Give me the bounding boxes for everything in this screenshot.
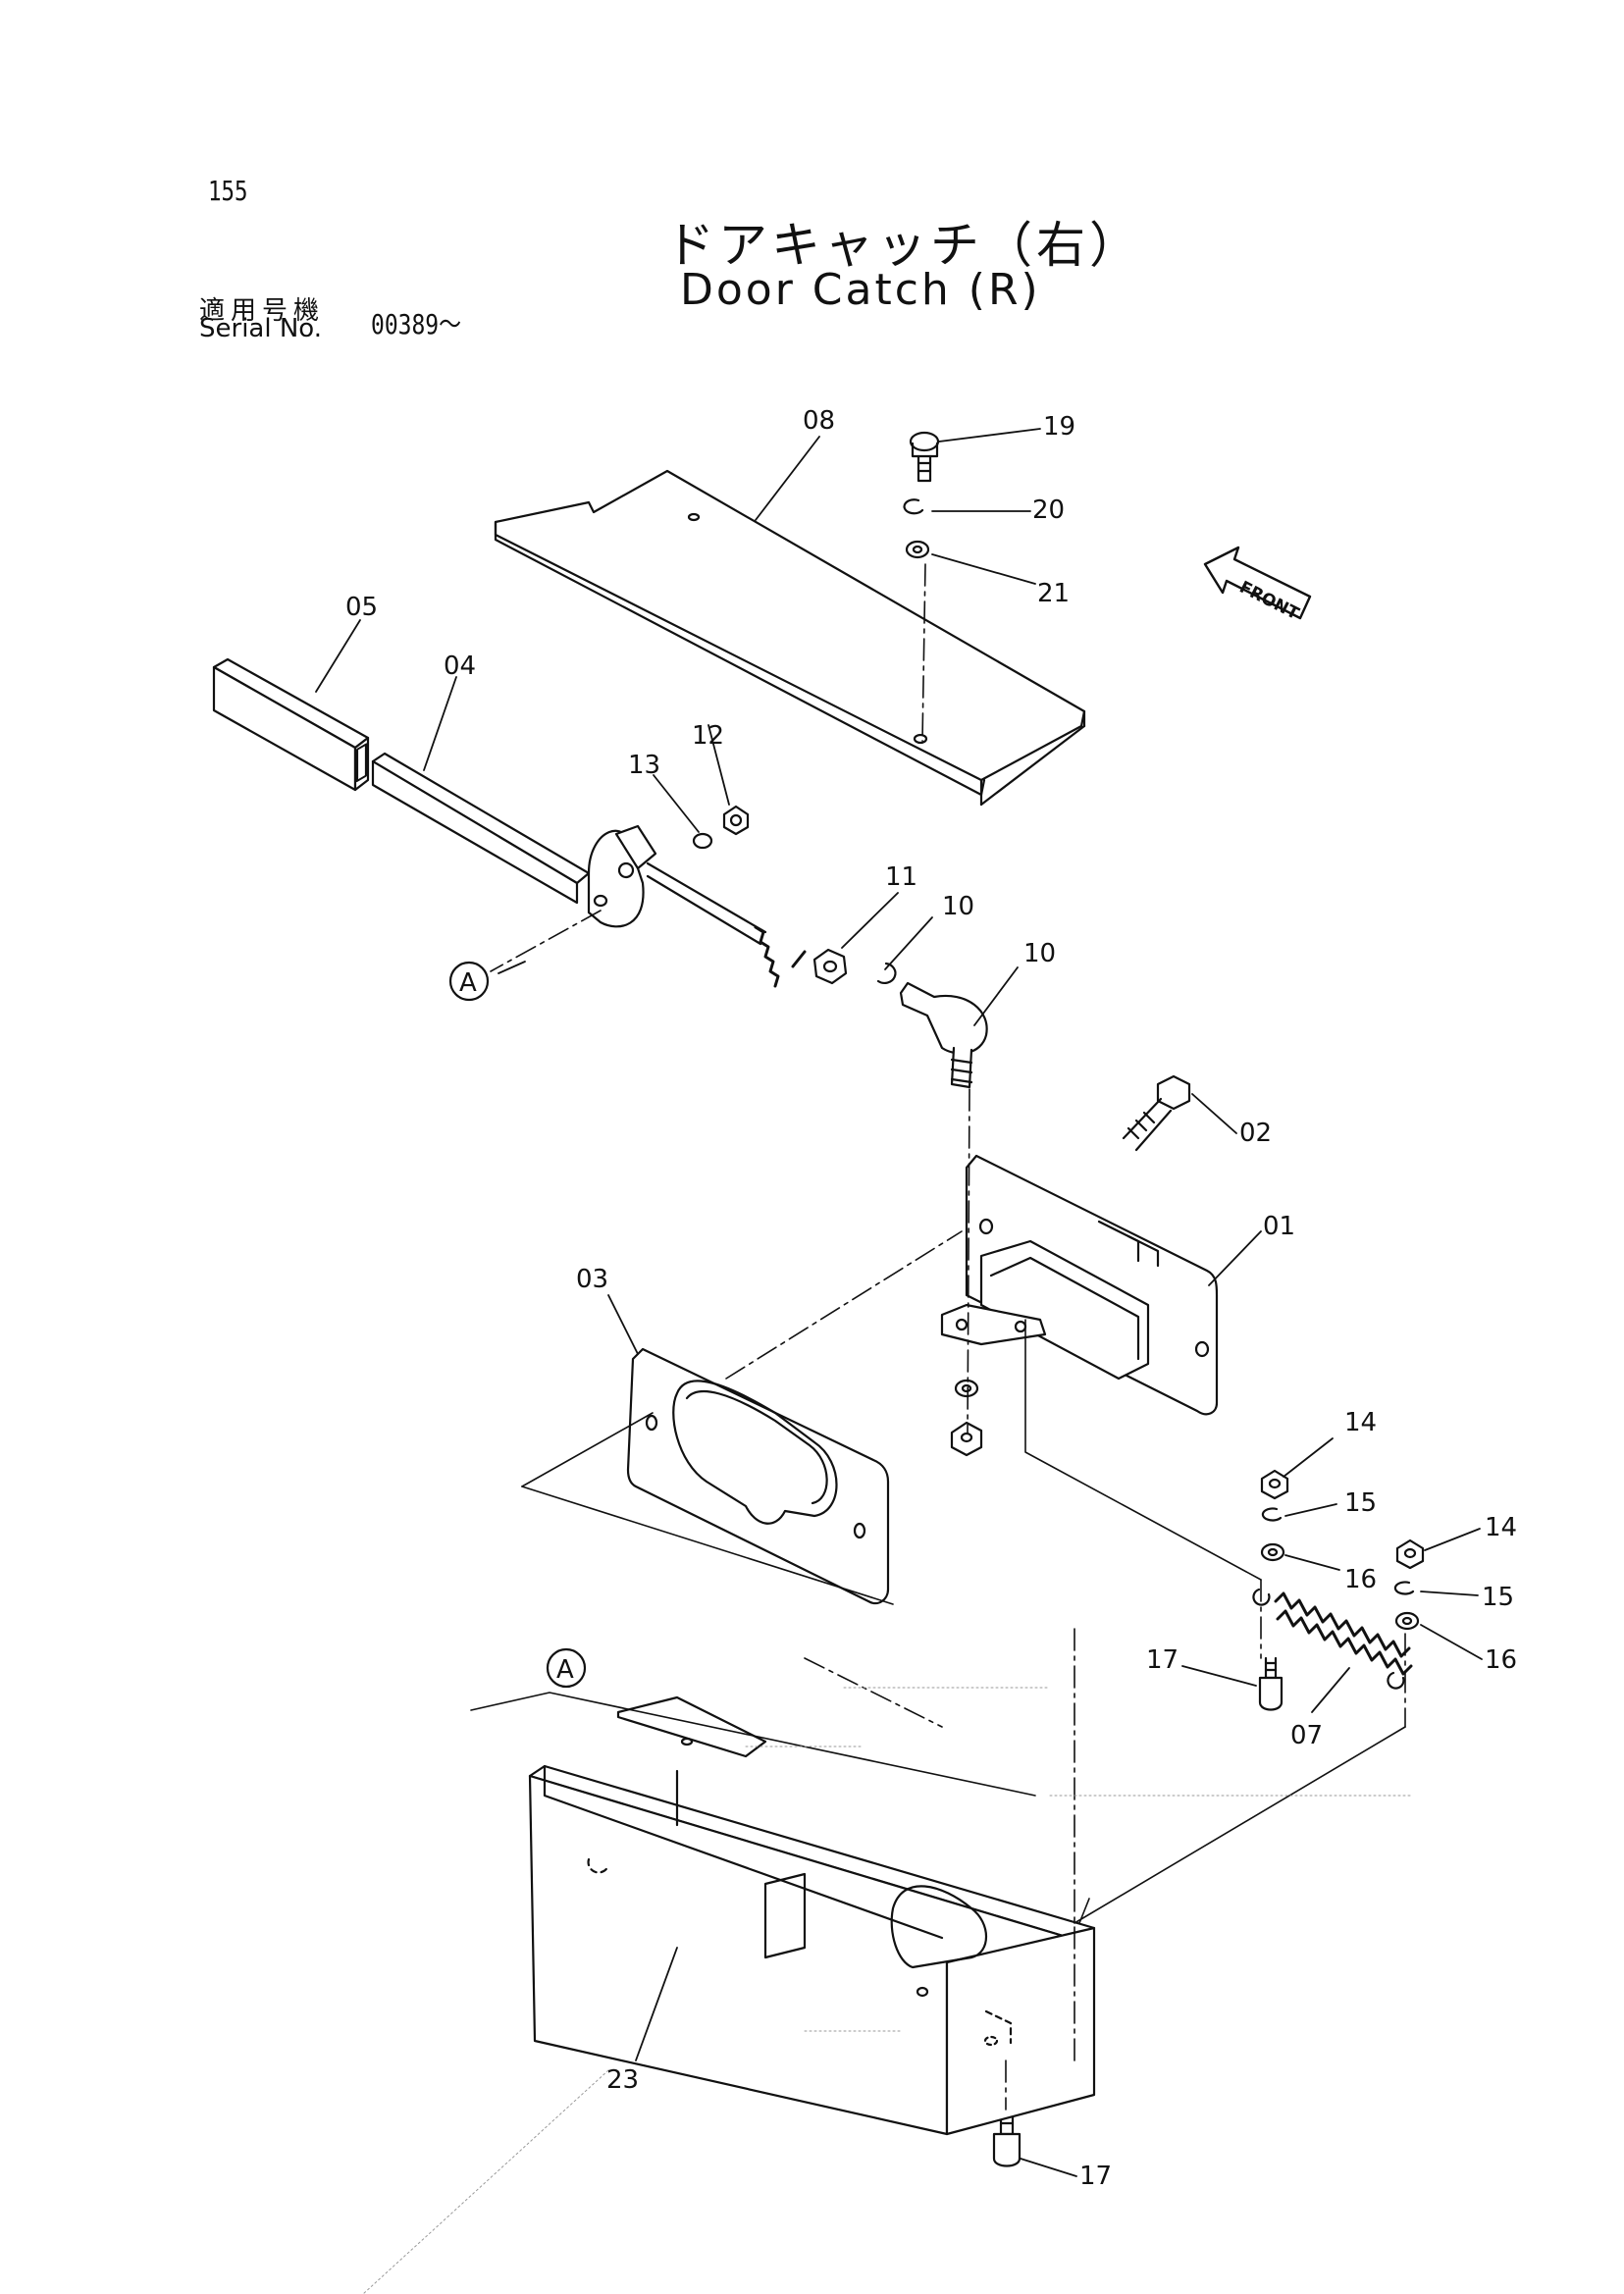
callout-03: 03 bbox=[576, 1265, 608, 1294]
callout-15-right: 14 bbox=[1485, 1513, 1517, 1542]
callout-labels: 08 19 20 21 05 04 12 13 11 10 10 02 01 0… bbox=[345, 406, 1517, 2191]
nut-under-catch bbox=[950, 1421, 983, 1457]
part-04-lever-arm bbox=[371, 752, 645, 928]
faint-dotted-guides bbox=[362, 1687, 1414, 2294]
part-16-lockwasher-right bbox=[1393, 1581, 1415, 1595]
rod-assembly bbox=[614, 824, 807, 988]
part-05-square-tube bbox=[212, 657, 370, 792]
callout-10: 10 bbox=[1023, 939, 1056, 968]
part-03-gasket-plate bbox=[626, 1347, 890, 1605]
part-07-spring bbox=[1252, 1588, 1413, 1690]
front-direction-arrow: FRONT bbox=[1203, 546, 1312, 624]
callout-04: 04 bbox=[444, 652, 476, 681]
callout-16-right: 15 bbox=[1482, 1583, 1514, 1612]
part-14-washer bbox=[692, 832, 713, 850]
part-10-ball-joint bbox=[899, 981, 988, 1089]
page-title-english: Door Catch (R) bbox=[680, 265, 1041, 315]
callout-23: 21 bbox=[1037, 579, 1070, 608]
part-20-housing-box bbox=[528, 1695, 1096, 2136]
serial-number-range: 00389～ bbox=[371, 308, 462, 340]
part-08-top-cover-plate bbox=[494, 469, 1086, 807]
callout-16-left: 15 bbox=[1344, 1488, 1377, 1518]
part-21-screw bbox=[909, 431, 940, 483]
part-01-catch-body bbox=[940, 1154, 1219, 1416]
part-23-washer bbox=[905, 540, 930, 559]
page-title-japanese: ドアキャッチ（右） bbox=[665, 217, 1142, 274]
callout-22: 20 bbox=[1032, 495, 1065, 525]
callout-07: 07 bbox=[1290, 1721, 1323, 1750]
callout-14: 13 bbox=[628, 751, 660, 780]
callout-12: 11 bbox=[885, 862, 917, 892]
serial-label-japanese: 適用号機 bbox=[199, 296, 326, 326]
view-marker-a-upper-text: A bbox=[459, 968, 477, 998]
view-marker-a-lower: A bbox=[546, 1647, 587, 1689]
assembly-centre-lines bbox=[490, 563, 1406, 2111]
part-19-bolt-upper bbox=[1258, 1656, 1283, 1711]
part-17-washer-left bbox=[1260, 1542, 1285, 1562]
part-15-nut-right bbox=[1395, 1538, 1425, 1570]
callout-17-right: 16 bbox=[1485, 1645, 1517, 1675]
part-22-lockwasher bbox=[903, 498, 924, 515]
callout-21: 19 bbox=[1043, 412, 1075, 442]
page-number: 155 bbox=[208, 175, 248, 207]
callout-01: 01 bbox=[1263, 1212, 1295, 1241]
callout-15-left: 14 bbox=[1344, 1408, 1377, 1437]
assembly-leader-lines bbox=[470, 1319, 1406, 1924]
view-marker-a-upper: A bbox=[448, 961, 490, 1002]
callout-13: 12 bbox=[692, 721, 724, 751]
callout-11: 10 bbox=[942, 892, 974, 921]
washer-under-catch bbox=[954, 1379, 979, 1398]
part-15-nut-left bbox=[1260, 1469, 1289, 1500]
callout-08: 08 bbox=[803, 406, 835, 436]
part-02-flange-bolt bbox=[1122, 1074, 1191, 1152]
view-marker-a-lower-text: A bbox=[556, 1655, 574, 1685]
part-19-bolt-lower bbox=[992, 2108, 1022, 2167]
part-13-nut bbox=[722, 805, 750, 836]
callout-05: 05 bbox=[345, 593, 378, 622]
callout-19-lower: 17 bbox=[1079, 2162, 1112, 2191]
callout-02: 02 bbox=[1239, 1119, 1272, 1148]
callout-20: 23 bbox=[606, 2065, 639, 2095]
part-11-washer bbox=[876, 962, 897, 984]
part-16-lockwasher-left bbox=[1261, 1507, 1283, 1522]
callout-17-left: 16 bbox=[1344, 1565, 1377, 1594]
callout-19-upper: 17 bbox=[1146, 1645, 1179, 1675]
part-12-nut bbox=[812, 948, 848, 985]
part-17-washer-right bbox=[1394, 1611, 1420, 1631]
serial-label-english: Serial No. bbox=[199, 314, 322, 343]
callout-leaders bbox=[315, 428, 1483, 2177]
